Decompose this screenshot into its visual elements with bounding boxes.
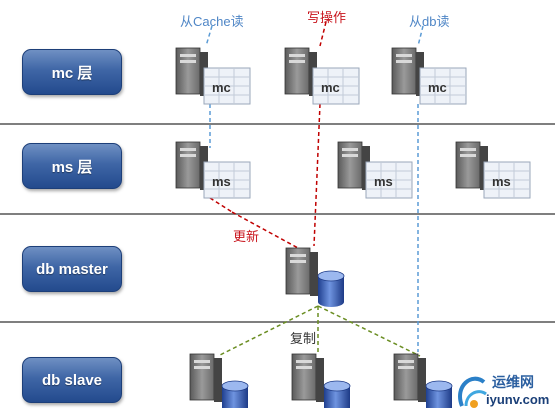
write-op-label: 写操作 — [307, 10, 347, 25]
update-line — [231, 211, 299, 249]
mc-badge: mc — [428, 80, 447, 95]
ms-server-icon — [337, 141, 413, 199]
replicate-label: 复制 — [290, 331, 317, 346]
read-cache-label: 从Cache读 — [180, 14, 244, 29]
db-master-server-icon — [285, 247, 345, 307]
ms-badge: ms — [492, 174, 511, 189]
read-cache-line — [205, 25, 213, 47]
layer-box-mc: mc 层 — [22, 49, 122, 95]
read-db-label: 从db读 — [409, 14, 450, 29]
layer-box-db-master: db master — [22, 246, 122, 292]
mc-badge: mc — [321, 80, 340, 95]
mc-server-icon — [284, 47, 360, 105]
read-db-line — [417, 25, 424, 47]
ms-badge: ms — [374, 174, 393, 189]
mc-server-icon — [175, 47, 251, 105]
update-label: 更新 — [233, 229, 260, 244]
mc-server-icon — [391, 47, 467, 105]
write-line — [313, 103, 321, 247]
ms-server-icon — [175, 141, 251, 199]
ms-server-icon — [455, 141, 531, 199]
watermark-logo-icon — [458, 376, 487, 408]
replicate-line — [317, 305, 421, 357]
layer-box-ms: ms 层 — [22, 143, 122, 189]
replicate-line — [217, 305, 319, 357]
db-slave-server-icon — [291, 353, 351, 408]
layer-box-db-slave: db slave — [22, 357, 122, 403]
watermark-line2: iyunv.com — [486, 392, 550, 407]
watermark-line1: 运维网 — [492, 374, 534, 390]
db-slave-server-icon — [189, 353, 249, 408]
ms-badge: ms — [212, 174, 231, 189]
update-line — [209, 197, 233, 213]
mc-badge: mc — [212, 80, 231, 95]
db-slave-server-icon — [393, 353, 453, 408]
